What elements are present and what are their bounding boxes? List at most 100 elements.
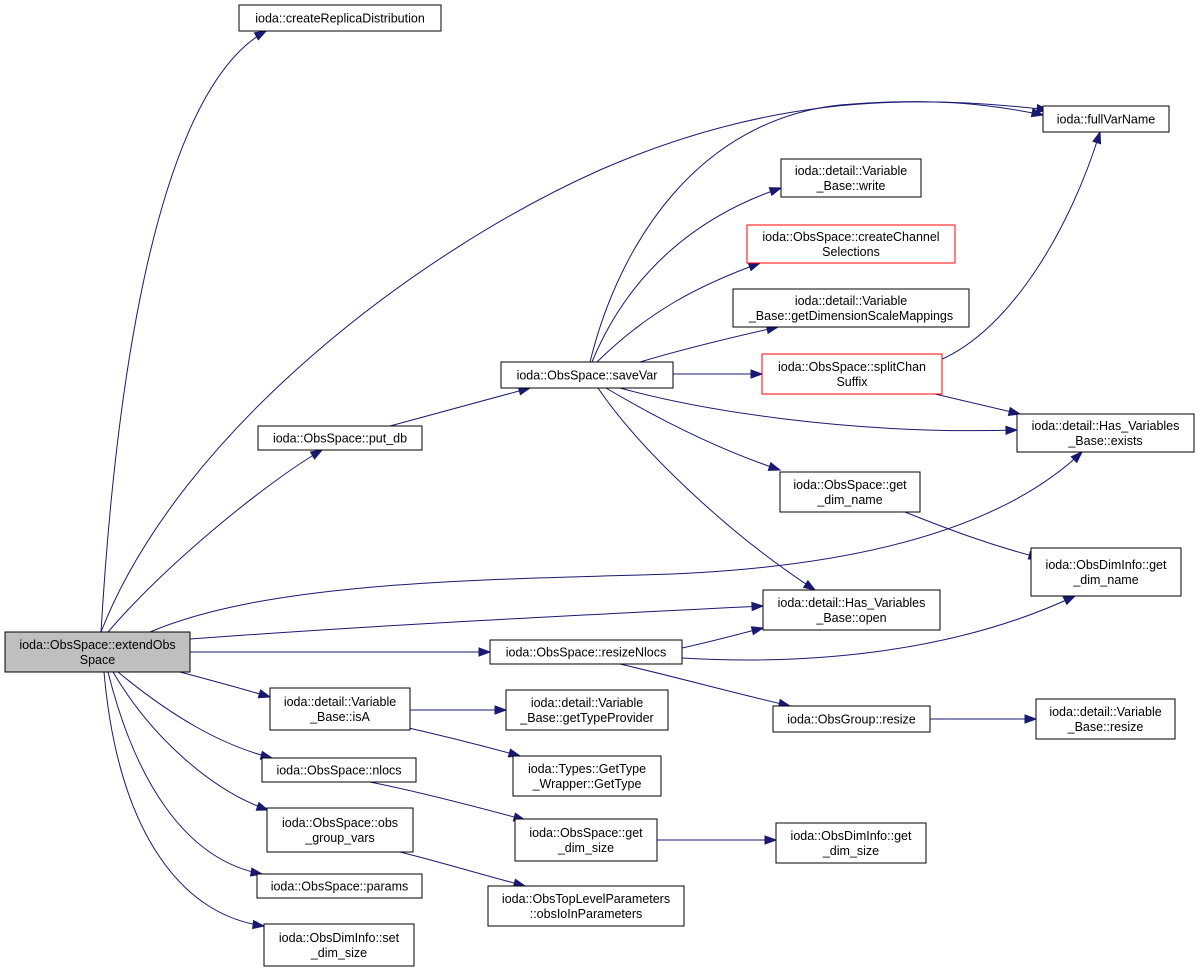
arrowhead-icon (494, 705, 508, 715)
node-label: ioda::ObsSpace::get (793, 478, 907, 492)
node-label: _Wrapper::GetType (532, 777, 642, 791)
edge-line (100, 30, 267, 633)
node-label: _dim_name (816, 493, 882, 507)
node-box (266, 807, 414, 853)
edge-line (681, 627, 764, 649)
arrowhead-icon (768, 187, 783, 197)
node-box (1030, 547, 1182, 597)
edge-line (399, 851, 526, 887)
node-box (269, 687, 411, 731)
edge-saveVar-to-exists (619, 387, 1019, 436)
edge-line (619, 663, 791, 707)
node-varWrite[interactable]: ioda::detail::Variable_Base::write (780, 158, 922, 198)
node-setDimSize[interactable]: ioda::ObsDimInfo::set_dim_size (263, 923, 415, 967)
arrowhead-icon (478, 647, 492, 657)
node-box (772, 705, 931, 733)
node-box (487, 885, 685, 927)
node-getDimSize[interactable]: ioda::ObsSpace::get_dim_size (514, 818, 658, 862)
node-label: ioda::ObsSpace::obs (282, 816, 398, 830)
node-box (514, 818, 658, 862)
node-obsGroupVars[interactable]: ioda::ObsSpace::obs_group_vars (266, 807, 414, 853)
node-label: ioda::detail::Variable (284, 695, 396, 709)
node-nlocs[interactable]: ioda::ObsSpace::nlocs (261, 757, 417, 783)
edge-line (149, 451, 1083, 633)
node-box (257, 425, 423, 451)
edge-putDb-to-saveVar (389, 386, 532, 427)
edge-saveVar-to-createChannel (596, 262, 762, 363)
node-box (489, 639, 683, 665)
edge-extendObs-to-setDimSize (103, 671, 266, 930)
edge-extendObs-to-createReplica (100, 30, 268, 633)
node-getDimScale[interactable]: ioda::detail::Variable_Base::getDimensio… (732, 288, 970, 328)
node-label: ioda::ObsSpace::extendObs (19, 638, 175, 652)
node-fullVarName[interactable]: ioda::fullVarName (1042, 105, 1170, 133)
node-label: ioda::detail::Variable (1049, 705, 1161, 719)
edge-isA-to-getType (399, 725, 522, 758)
node-label: _dim_size (822, 844, 879, 858)
node-label: ioda::Types::GetType (528, 762, 646, 776)
node-label: ioda::ObsSpace::get (529, 826, 643, 840)
edge-line (399, 725, 521, 757)
edge-splitChan-to-exists (934, 393, 1022, 416)
edge-line (619, 387, 1018, 432)
arrowhead-icon (751, 601, 765, 612)
node-label: ioda::ObsSpace::resizeNlocs (506, 646, 667, 660)
arrowhead-icon (802, 579, 817, 591)
node-dimInfoGetSize[interactable]: ioda::ObsDimInfo::get_dim_size (775, 822, 927, 864)
node-putDb[interactable]: ioda::ObsSpace::put_db (257, 425, 423, 451)
edge-line (939, 131, 1101, 361)
node-dimInfoGetName[interactable]: ioda::ObsDimInfo::get_dim_name (1030, 547, 1182, 597)
edge-line (597, 387, 816, 591)
node-label: _group_vars (304, 831, 375, 845)
edge-extendObs-to-exists (149, 450, 1084, 633)
node-getDimName[interactable]: ioda::ObsSpace::get_dim_name (779, 471, 921, 513)
node-label: ioda::detail::Variable (795, 164, 907, 178)
node-params[interactable]: ioda::ObsSpace::params (256, 873, 423, 899)
node-createReplica[interactable]: ioda::createReplicaDistribution (238, 4, 442, 32)
edge-getDimName-to-dimInfoGetName (904, 511, 1042, 560)
node-box (780, 158, 922, 198)
node-box (1035, 698, 1176, 740)
node-label: ioda::ObsSpace::splitChan (778, 360, 926, 374)
edge-line (605, 387, 781, 471)
node-label: ioda::ObsGroup::resize (787, 713, 916, 727)
node-getTypeProvider[interactable]: ioda::detail::Variable_Base::getTypeProv… (505, 689, 669, 731)
arrowhead-icon (764, 835, 778, 845)
node-topLevel[interactable]: ioda::ObsTopLevelParameters::obsIoInPara… (487, 885, 685, 927)
node-box (505, 689, 669, 731)
edge-saveVar-to-varWrite (591, 187, 783, 363)
node-saveVar[interactable]: ioda::ObsSpace::saveVar (500, 361, 674, 389)
node-label: ioda::fullVarName (1057, 113, 1155, 127)
edge-line (179, 671, 271, 698)
node-varResize[interactable]: ioda::detail::Variable_Base::resize (1035, 698, 1176, 740)
node-label: _Base::open (815, 611, 886, 625)
node-label: ioda::ObsDimInfo::get (791, 829, 912, 843)
node-exists[interactable]: ioda::detail::Has_Variables_Base::exists (1016, 413, 1195, 453)
arrowhead-icon (1062, 595, 1077, 606)
edge-line (117, 671, 273, 759)
edge-groupResize-to-varResize (930, 714, 1038, 724)
node-box (4, 631, 191, 673)
node-open[interactable]: ioda::detail::Has_Variables_Base::open (762, 589, 941, 631)
edge-extendObs-to-resizeNlocs (190, 647, 492, 657)
edge-line (369, 781, 526, 821)
node-box (761, 353, 943, 395)
arrowhead-icon (1030, 107, 1045, 118)
node-box (775, 822, 927, 864)
edge-saveVar-to-fullVarName (589, 101, 1045, 363)
edge-line (639, 326, 779, 363)
node-groupResize[interactable]: ioda::ObsGroup::resize (772, 705, 931, 733)
node-label: ioda::detail::Has_Variables (778, 596, 926, 610)
edge-extendObs-to-params (107, 671, 264, 877)
node-getType[interactable]: ioda::Types::GetType_Wrapper::GetType (512, 755, 662, 797)
node-box (762, 589, 941, 631)
node-resizeNlocs[interactable]: ioda::ObsSpace::resizeNlocs (489, 639, 683, 665)
node-label: _dim_size (557, 841, 614, 855)
node-label: _Base::getDimensionScaleMappings (748, 309, 953, 323)
node-label: Selections (822, 245, 880, 259)
node-label: ioda::ObsSpace::createChannel (762, 230, 939, 244)
node-isA[interactable]: ioda::detail::Variable_Base::isA (269, 687, 411, 731)
